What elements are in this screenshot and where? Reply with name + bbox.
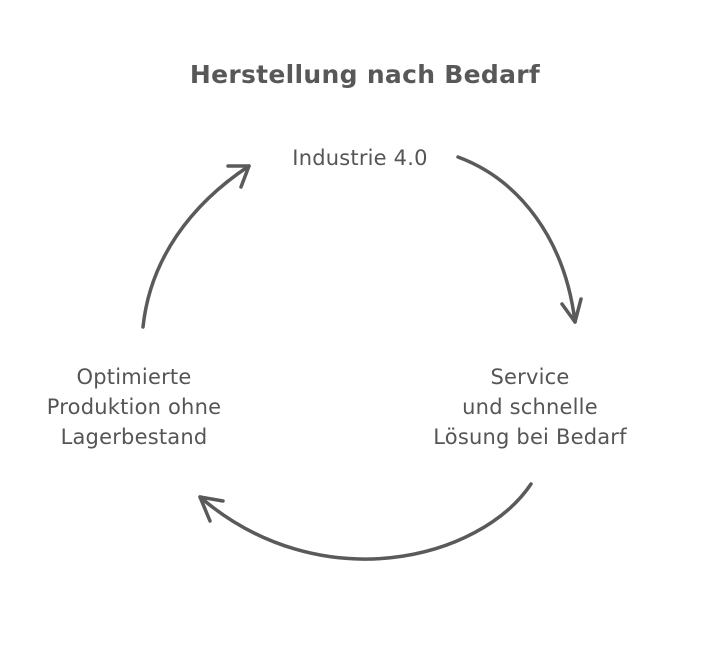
node-produktion-line-1: Optimierte xyxy=(76,365,192,389)
arrow-right-to-left xyxy=(198,482,533,561)
node-produktion: Optimierte Produktion ohne Lagerbestand xyxy=(0,362,268,452)
arrow-left-to-top xyxy=(141,164,251,329)
arrow-top-to-right xyxy=(456,155,583,324)
arrow-top-to-right-shaft xyxy=(456,155,577,324)
node-service-line-3: Lösung bei Bedarf xyxy=(433,425,627,449)
node-produktion-line-3: Lagerbestand xyxy=(60,425,208,449)
node-service: Service und schnelle Lösung bei Bedarf xyxy=(390,362,670,452)
arrow-left-to-top-head xyxy=(226,164,251,189)
node-service-line-2: und schnelle xyxy=(462,395,598,419)
diagram-title: Herstellung nach Bedarf xyxy=(189,60,541,89)
arrow-left-to-top-shaft xyxy=(141,164,251,329)
node-industrie-line-1: Industrie 4.0 xyxy=(292,146,428,170)
arrow-right-to-left-shaft xyxy=(198,482,533,561)
arrow-top-to-right-head xyxy=(560,297,583,324)
node-service-line-1: Service xyxy=(490,365,570,389)
node-produktion-line-2: Produktion ohne xyxy=(46,395,222,419)
arrow-right-to-left-head xyxy=(198,495,225,523)
node-industrie: Industrie 4.0 xyxy=(240,143,480,173)
